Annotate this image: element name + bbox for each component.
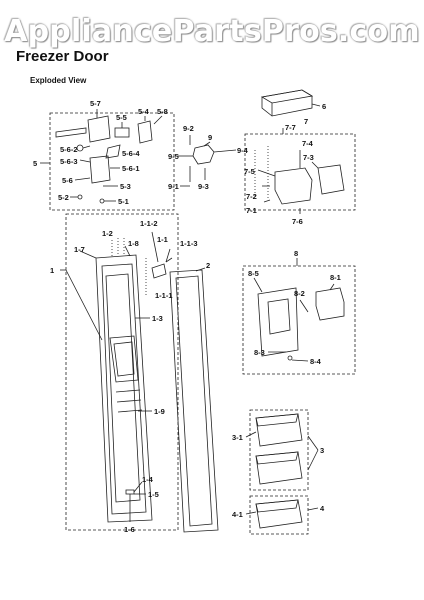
- label-9-2: 9-2: [183, 124, 194, 133]
- part-9: [192, 144, 215, 165]
- label-7-7: 7-7: [285, 123, 296, 132]
- label-6: 6: [322, 102, 326, 111]
- label-9-1: 9-1: [168, 182, 179, 191]
- label-9-4: 9-4: [237, 146, 249, 155]
- label-1-1-2: 1-1-2: [140, 219, 158, 228]
- label-9-5: 9-5: [168, 152, 179, 161]
- label-7-3: 7-3: [303, 153, 314, 162]
- label-5-6: 5-6: [62, 176, 73, 185]
- label-5-4: 5-4: [138, 107, 150, 116]
- label-5-1: 5-1: [118, 197, 129, 206]
- label-5-2: 5-2: [58, 193, 69, 202]
- label-5-6-3: 5-6-3: [60, 157, 78, 166]
- door-gasket: [169, 269, 219, 533]
- label-8-3: 8-3: [254, 348, 265, 357]
- label-4: 4: [320, 504, 325, 513]
- label-1-2: 1-2: [102, 229, 113, 238]
- label-8: 8: [294, 249, 298, 258]
- part-8-1: [315, 287, 345, 321]
- part-6: [261, 89, 313, 117]
- label-4-1: 4-1: [232, 510, 243, 519]
- group-7-box: [244, 133, 356, 211]
- label-8-1: 8-1: [330, 273, 341, 282]
- label-7-4: 7-4: [302, 139, 314, 148]
- group-1-box: [65, 213, 179, 531]
- label-7-6: 7-6: [292, 217, 303, 226]
- label-1-7: 1-7: [74, 245, 85, 254]
- label-5-7: 5-7: [90, 99, 101, 108]
- label-9-3: 9-3: [198, 182, 209, 191]
- door-bin-middle: [255, 451, 303, 485]
- label-1-1-3: 1-1-3: [180, 239, 198, 248]
- label-7-5: 7-5: [244, 167, 255, 176]
- group-8-box: [242, 265, 356, 375]
- door-bin-lower: [255, 499, 303, 529]
- dispenser-recess: [109, 335, 139, 383]
- diagram-subtitle: Exploded View: [30, 76, 87, 85]
- label-2: 2: [206, 261, 210, 270]
- label-5-3: 5-3: [120, 182, 131, 191]
- label-8-2: 8-2: [294, 289, 305, 298]
- label-5-8: 5-8: [157, 107, 168, 116]
- hinge-1-1: [151, 263, 167, 279]
- label-1-8: 1-8: [128, 239, 139, 248]
- label-1: 1: [50, 266, 54, 275]
- watermark: AppliancePartsPros.com: [4, 14, 420, 49]
- label-9: 9: [208, 133, 212, 142]
- label-1-4: 1-4: [142, 475, 154, 484]
- label-3-1: 3-1: [232, 433, 243, 442]
- label-1-6: 1-6: [124, 525, 135, 534]
- label-8-4: 8-4: [310, 357, 322, 366]
- label-1-1: 1-1: [157, 235, 168, 244]
- part-5-7: [87, 115, 111, 143]
- label-5-6-1: 5-6-1: [122, 164, 140, 173]
- label-1-5: 1-5: [148, 490, 159, 499]
- part-7-6-body: [274, 167, 313, 205]
- group-5-box: [49, 112, 175, 211]
- label-5-6-2: 5-6-2: [60, 145, 78, 154]
- freezer-door: [95, 254, 153, 523]
- label-5: 5: [33, 159, 37, 168]
- label-7-1: 7-1: [246, 206, 257, 215]
- label-1-3: 1-3: [152, 314, 163, 323]
- label-7: 7: [304, 117, 308, 126]
- part-5-6: [89, 155, 111, 184]
- label-5-6-4: 5-6-4: [122, 149, 140, 158]
- label-1-9: 1-9: [154, 407, 165, 416]
- label-8-5: 8-5: [248, 269, 259, 278]
- label-3: 3: [320, 446, 324, 455]
- label-1-1-1: 1-1-1: [155, 291, 173, 300]
- part-8-5: [257, 287, 299, 357]
- label-5-5: 5-5: [116, 113, 127, 122]
- page-title: Freezer Door: [16, 48, 109, 65]
- door-bin-upper: [255, 413, 303, 447]
- label-7-2: 7-2: [246, 192, 257, 201]
